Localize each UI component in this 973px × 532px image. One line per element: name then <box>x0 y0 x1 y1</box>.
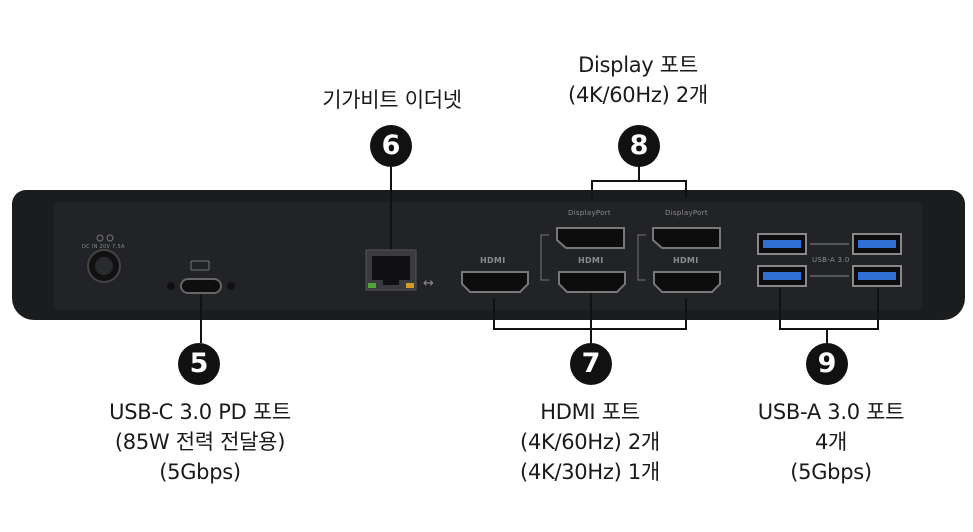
usba-label-line2: 4개 <box>814 430 848 454</box>
usba-port-label: USB-A 3.0 <box>812 256 850 264</box>
hdmi-label-1: HDMI <box>480 256 506 265</box>
hdmi-label-3: HDMI <box>673 256 699 265</box>
usbc-label-line3: (5Gbps) <box>159 460 241 484</box>
usba-label-line1: USB-A 3.0 포트 <box>757 400 905 424</box>
badge-usba: 9 <box>806 343 848 385</box>
dc-input-label: DC IN 20V 7.5A <box>82 244 125 250</box>
usb-a-ports <box>757 233 902 287</box>
badge-hdmi: 7 <box>570 343 612 385</box>
display-label-line2: (4K/60Hz) 2개 <box>568 83 708 107</box>
displayport-ports <box>556 227 721 249</box>
hdmi-label-line2: (4K/60Hz) 2개 <box>520 430 660 454</box>
hdmi-label-line1: HDMI 포트 <box>540 400 640 424</box>
connector-lines <box>200 166 879 343</box>
badge-display: 8 <box>618 125 660 167</box>
ethernet-label-line1: 기가비트 이더넷 <box>322 88 462 112</box>
usbc-label: USB-C 3.0 PD 포트 (85W 전력 전달용) (5Gbps) <box>60 397 340 487</box>
usba-label-line3: (5Gbps) <box>790 460 872 484</box>
ethernet-port <box>365 249 417 291</box>
hdmi-label-line3: (4K/30Hz) 1개 <box>520 460 660 484</box>
displayport-label-1: DisplayPort <box>568 209 611 217</box>
usbc-label-line1: USB-C 3.0 PD 포트 <box>109 400 291 424</box>
usbc-label-line2: (85W 전력 전달용) <box>114 430 286 454</box>
ethernet-arrow-icon: ↔ <box>423 276 435 291</box>
dc-power-port <box>87 234 121 283</box>
hdmi-label-2: HDMI <box>578 256 604 265</box>
usb-c-port <box>167 260 235 294</box>
displayport-label-2: DisplayPort <box>665 209 708 217</box>
hdmi-ports <box>461 271 721 293</box>
display-label-line1: Display 포트 <box>578 53 698 77</box>
display-label: Display 포트 (4K/60Hz) 2개 <box>528 50 748 110</box>
badge-usbc: 5 <box>178 343 220 385</box>
usba-label: USB-A 3.0 포트 4개 (5Gbps) <box>716 397 946 487</box>
hdmi-label: HDMI 포트 (4K/60Hz) 2개 (4K/30Hz) 1개 <box>470 397 710 487</box>
badge-ethernet: 6 <box>370 125 412 167</box>
ethernet-label: 기가비트 이더넷 <box>282 85 502 115</box>
